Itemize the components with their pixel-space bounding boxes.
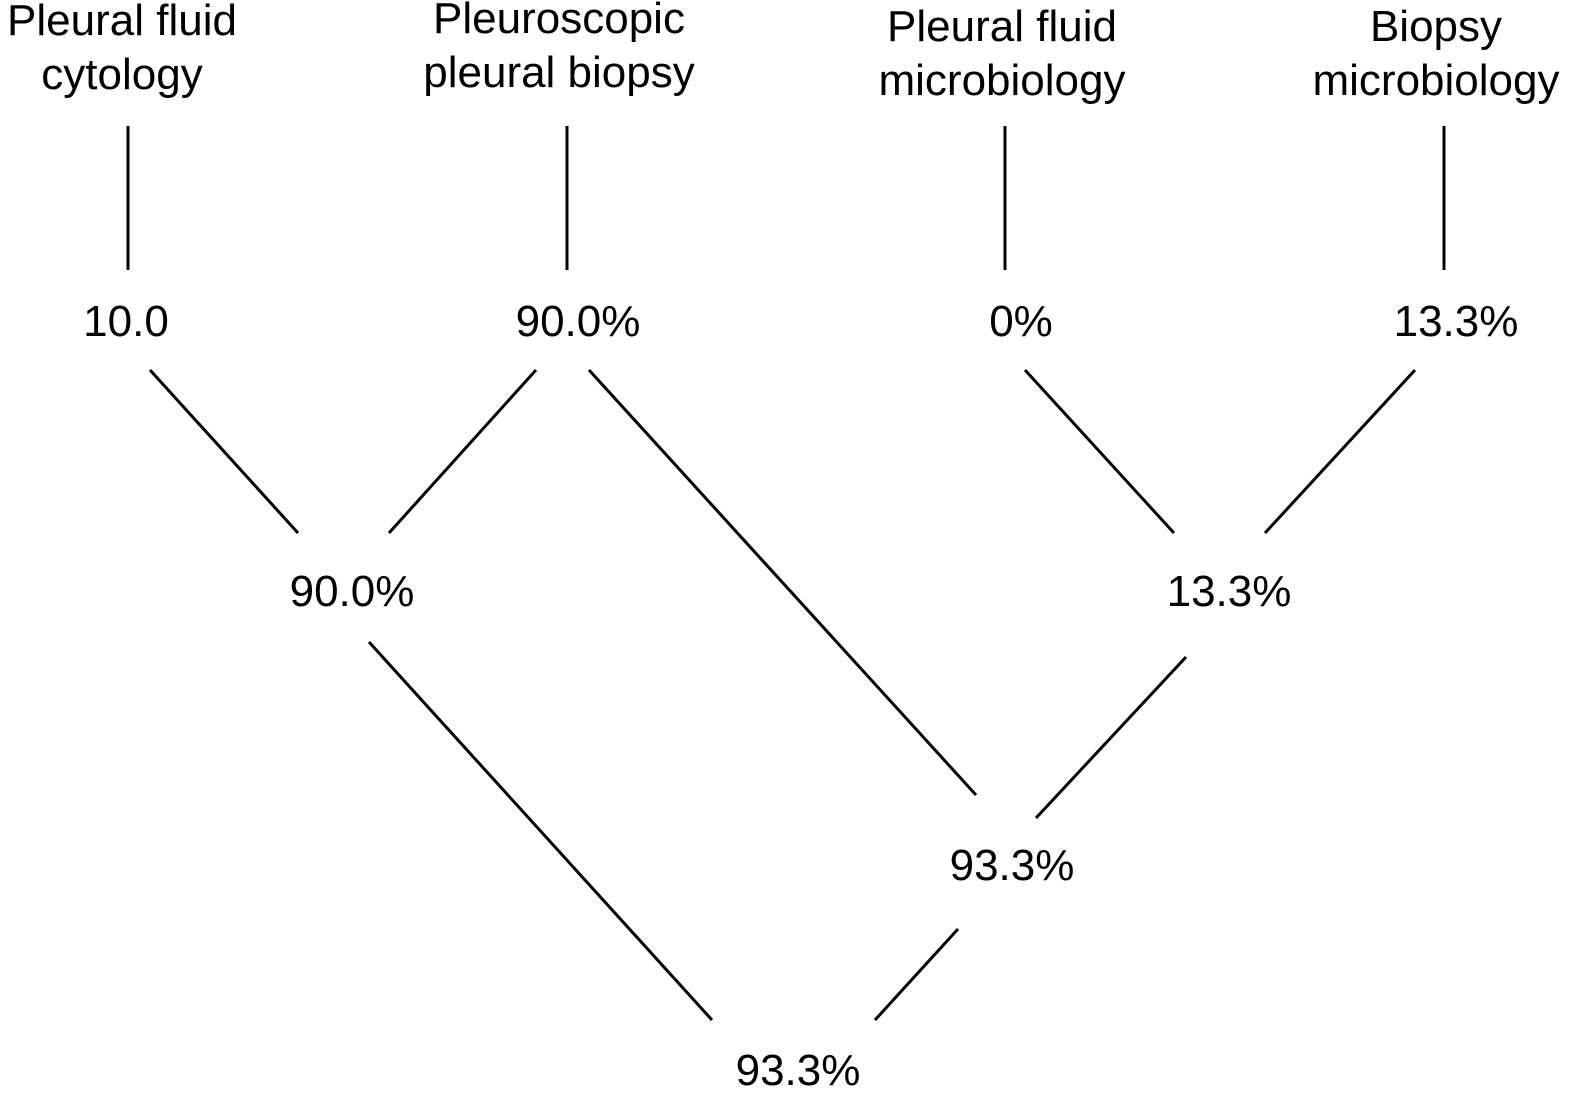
connector-cytology-to-combo [148, 368, 300, 535]
header-line-2: cytology [41, 50, 203, 99]
connector-combo-to-final [367, 640, 714, 1022]
connector-total-to-final [873, 927, 960, 1022]
value-cytology: 10.0 [83, 297, 169, 346]
header-pleuroscopic-pleural-biopsy: Pleuroscopic pleural biopsy [423, 0, 695, 100]
header-line-1: Biopsy [1369, 2, 1503, 51]
value-biopsy-plus-microbiology: 93.3% [949, 841, 1075, 890]
value-combined-microbiology: 13.3% [1166, 567, 1292, 616]
header-pleural-fluid-microbiology: Pleural fluid microbiology [879, 0, 1126, 108]
header-pleural-fluid-cytology: Pleural fluid cytology [7, 0, 237, 102]
value-biopsy-microbiology: 13.3% [1393, 297, 1519, 346]
header-line-1: Pleural fluid [7, 0, 237, 45]
header-line-1: Pleuroscopic [433, 0, 685, 43]
connector-biopsy-micro-to-combo [1263, 368, 1417, 535]
header-line-1: Pleural fluid [887, 2, 1117, 51]
header-biopsy-microbiology: Biopsy microbiology [1313, 0, 1560, 108]
header-line-2: pleural biopsy [423, 48, 695, 97]
connector-biopsy-to-micro-combo [587, 368, 978, 797]
value-pleural-biopsy: 90.0% [515, 297, 641, 346]
value-cytology-plus-biopsy: 90.0% [289, 567, 415, 616]
connector-micro-combo-to-total [1034, 655, 1188, 820]
value-all-combined: 93.3% [735, 1046, 861, 1095]
connector-fluid-micro-to-combo [1023, 368, 1176, 535]
value-fluid-microbiology: 0% [989, 297, 1053, 346]
header-line-2: microbiology [878, 56, 1126, 105]
header-line-2: microbiology [1312, 56, 1560, 105]
connector-biopsy-to-combo [387, 368, 538, 535]
